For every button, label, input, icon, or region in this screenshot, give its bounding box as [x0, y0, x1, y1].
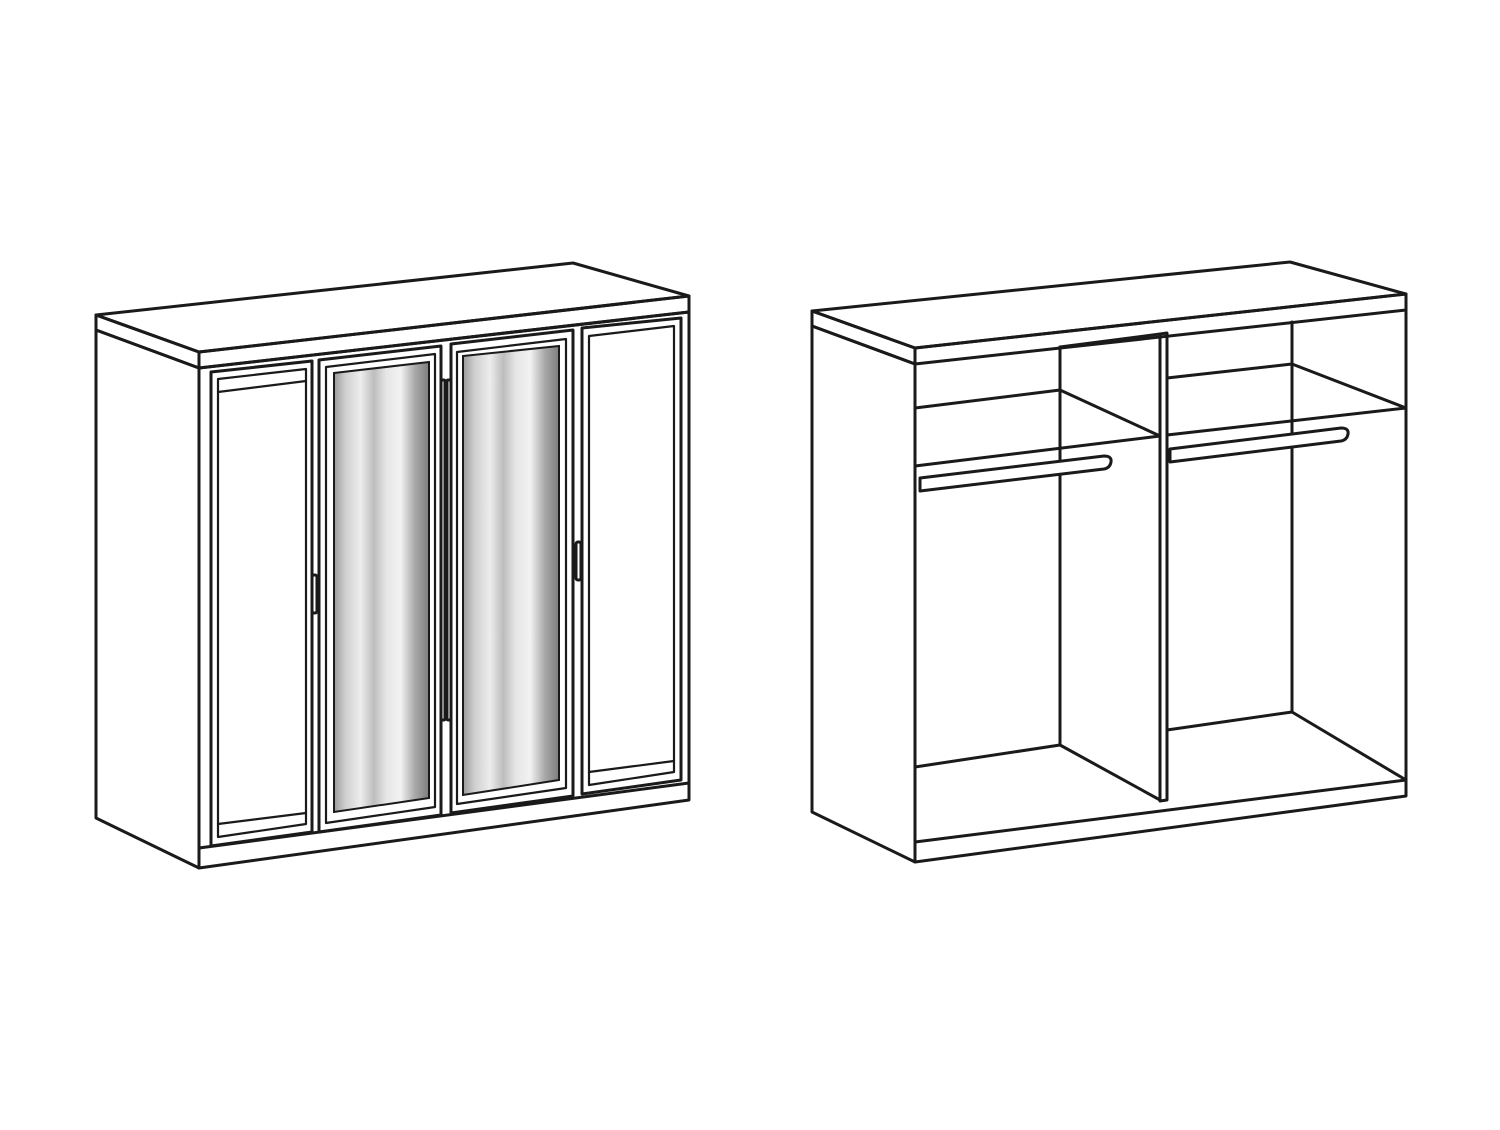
- right-hanging-rail: [1168, 426, 1350, 464]
- right-shelf: [1165, 362, 1408, 437]
- closed-top-front-edge: [94, 313, 201, 370]
- closed-front-frame: [197, 310, 691, 870]
- center-divider: [1158, 331, 1169, 803]
- door-4: [580, 316, 683, 796]
- left-shelf-front-lip: [913, 434, 1162, 468]
- door-2-mirror-glass: [333, 360, 430, 814]
- center-handle-left: [439, 378, 447, 722]
- open-left-side-panel: [810, 324, 917, 864]
- open-wardrobe: [810, 260, 1408, 864]
- open-bottom-board: [913, 778, 1408, 864]
- center-divider-depth-top: [1058, 332, 1162, 349]
- door-1-handle: [310, 573, 319, 615]
- left-floor-back: [913, 743, 1162, 802]
- door-4-handle: [574, 540, 583, 582]
- closed-wardrobe: [94, 261, 691, 870]
- door-3-mirror: [449, 328, 575, 815]
- open-top-front-edge: [810, 309, 917, 366]
- left-shelf: [913, 388, 1162, 468]
- door-2-mirror: [317, 344, 443, 834]
- door-1: [209, 359, 314, 848]
- closed-left-side-panel: [94, 328, 201, 870]
- right-shelf-front-lip: [1165, 406, 1408, 437]
- right-floor-back: [1165, 710, 1408, 782]
- door-3-mirror-glass: [462, 344, 560, 797]
- left-hanging-rail: [918, 454, 1113, 493]
